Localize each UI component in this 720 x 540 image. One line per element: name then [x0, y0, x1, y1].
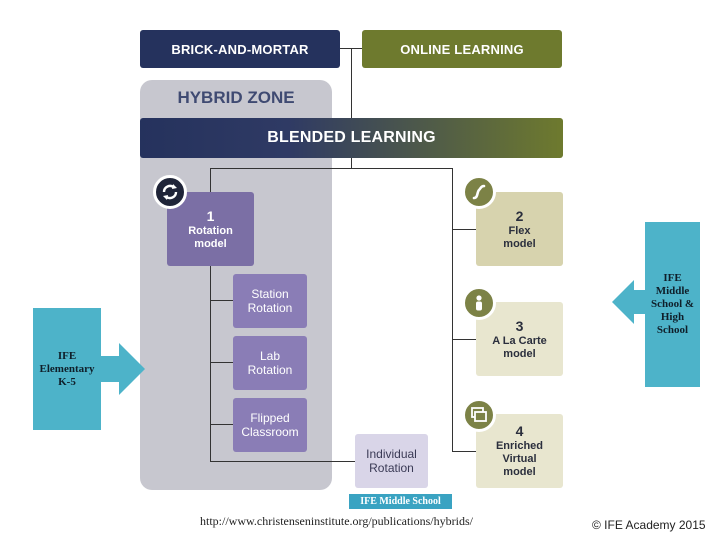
connector-blended-horizontal: [210, 168, 452, 169]
middle-high-callout: IFE Middle School & High School: [645, 222, 700, 387]
connector-enriched: [452, 451, 476, 452]
connector-rotation-trunk: [210, 266, 211, 462]
middle-high-callout-label: IFE Middle School & High School: [650, 272, 695, 336]
hybrid-zone-title: HYBRID ZONE: [177, 88, 295, 107]
connector-right-trunk: [452, 168, 453, 452]
connector-flipped: [210, 424, 233, 425]
middle-school-tag: IFE Middle School: [349, 494, 452, 509]
middle-high-arrow-icon: [612, 280, 646, 324]
connector-individual: [210, 461, 355, 462]
connector-station: [210, 300, 233, 301]
individual-rotation-box: Individual Rotation: [355, 434, 428, 488]
enriched-model-label: Enriched Virtual model: [495, 440, 544, 478]
screens-icon: [462, 398, 496, 432]
rotation-cycle-icon: [153, 175, 187, 209]
elementary-callout-label: IFE Elementary K-5: [39, 349, 95, 388]
flipped-classroom-box: Flipped Classroom: [233, 398, 307, 452]
online-learning-header: ONLINE LEARNING: [362, 30, 562, 68]
alacarte-model-label: A La Carte model: [492, 334, 547, 360]
connector-flex: [452, 229, 476, 230]
station-rotation-label: Station Rotation: [247, 287, 293, 315]
connector-blended-down: [351, 158, 352, 168]
flex-model-number: 2: [515, 207, 524, 224]
connector-rotation-top: [210, 168, 211, 192]
source-url[interactable]: http://www.christenseninstitute.org/publ…: [200, 514, 473, 528]
blended-learning-banner: BLENDED LEARNING: [140, 118, 563, 158]
copyright-text: © IFE Academy 2015: [592, 518, 706, 532]
alacarte-model-number: 3: [515, 317, 524, 334]
lab-rotation-box: Lab Rotation: [233, 336, 307, 390]
flipped-classroom-label: Flipped Classroom: [241, 411, 299, 439]
rotation-model-label: Rotation model: [188, 224, 233, 250]
person-icon: [462, 286, 496, 320]
station-rotation-box: Station Rotation: [233, 274, 307, 328]
rotation-model-number: 1: [206, 207, 215, 224]
connector-top-vertical: [351, 48, 352, 118]
flex-model-label: Flex model: [503, 224, 536, 250]
connector-lab: [210, 362, 233, 363]
elementary-callout: IFE Elementary K-5: [33, 308, 101, 430]
flex-curve-icon: [462, 175, 496, 209]
enriched-model-number: 4: [515, 423, 524, 439]
individual-rotation-label: Individual Rotation: [366, 447, 417, 475]
lab-rotation-label: Lab Rotation: [247, 349, 293, 377]
connector-alacarte: [452, 339, 476, 340]
brick-and-mortar-header: BRICK-AND-MORTAR: [140, 30, 340, 68]
elementary-arrow-icon: [101, 343, 145, 395]
